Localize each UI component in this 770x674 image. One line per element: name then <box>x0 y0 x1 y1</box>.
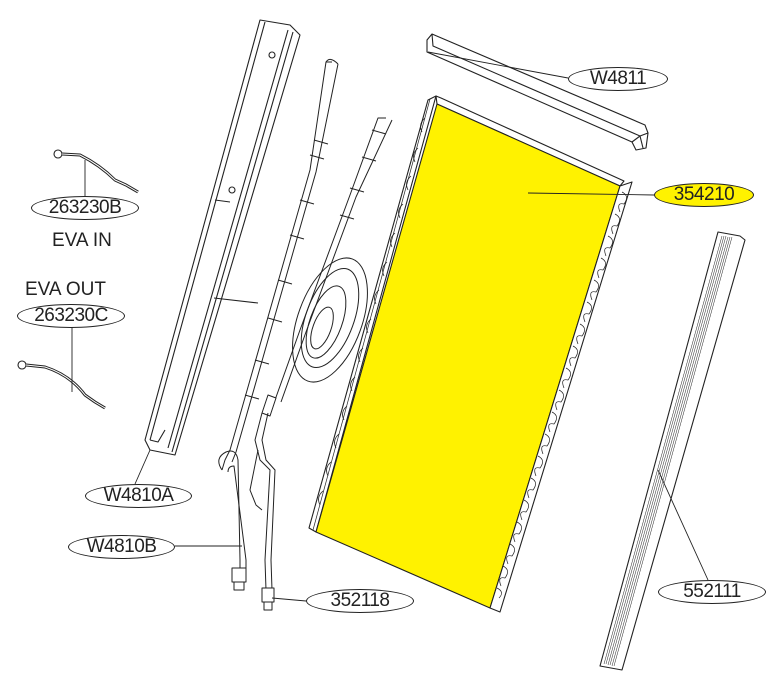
sensor-eva-out-part <box>17 360 106 410</box>
left-side-panel-part <box>144 19 301 456</box>
callout-354210[interactable]: 354210 <box>654 183 754 207</box>
callout-W4810A[interactable]: W4810A <box>85 484 192 508</box>
evaporator-coil-part <box>308 95 633 613</box>
note-eva-in: EVA IN <box>52 230 112 251</box>
leader-lines <box>71 51 709 602</box>
callout-W4811[interactable]: W4811 <box>568 67 668 91</box>
callout-263230C[interactable]: 263230C <box>17 304 125 328</box>
callout-552111[interactable]: 352118 <box>306 589 414 613</box>
callout-W4810B[interactable]: 552111 <box>658 580 766 604</box>
callout-352118[interactable]: W4810B <box>68 535 175 559</box>
header-pipe-assembly <box>218 58 393 611</box>
note-eva-out: EVA OUT <box>25 279 106 300</box>
sensor-eva-in-part <box>53 149 139 194</box>
callout-263230B[interactable]: 263230B <box>31 196 139 220</box>
right-side-strip-part <box>599 231 746 671</box>
top-bracket-part <box>426 33 649 151</box>
